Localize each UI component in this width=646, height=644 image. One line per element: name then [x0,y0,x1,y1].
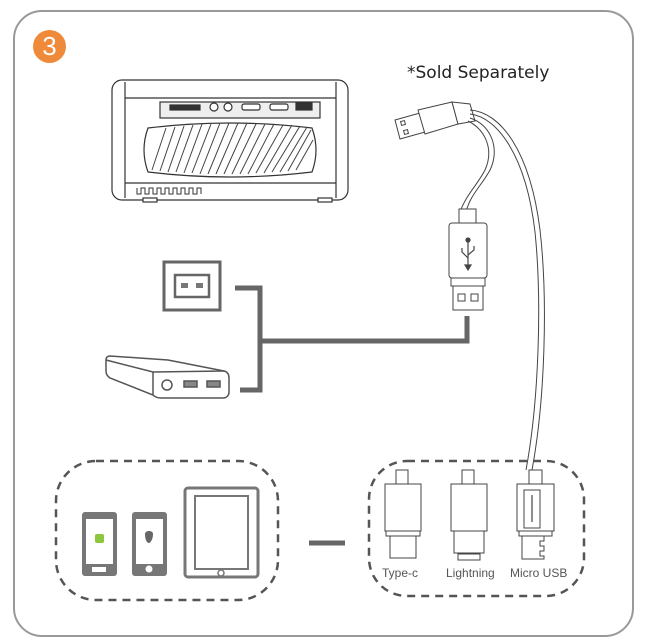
projector-icon [111,79,349,203]
type-c-connector-icon [384,469,422,559]
power-bank-icon [105,355,230,399]
devices-dashed-group [54,459,280,602]
connectors-dashed-group [367,459,586,598]
lightning-connector-icon [450,469,488,561]
micro-usb-label: Micro USB [510,566,568,580]
micro-usb-connector-icon [516,469,555,560]
iphone-icon [132,512,167,576]
wall-outlet-icon [162,260,222,312]
android-phone-icon [82,512,117,576]
sold-separately-note: *Sold Separately [407,63,550,83]
hdmi-cable-icon [394,101,545,471]
tablet-icon [183,486,260,579]
power-connection-line [235,285,470,393]
type-c-label: Type-c [382,566,419,580]
lightning-label: Lightning [446,566,495,580]
step-number-badge: 3 [33,30,66,63]
usb-a-connector-icon [448,208,488,311]
